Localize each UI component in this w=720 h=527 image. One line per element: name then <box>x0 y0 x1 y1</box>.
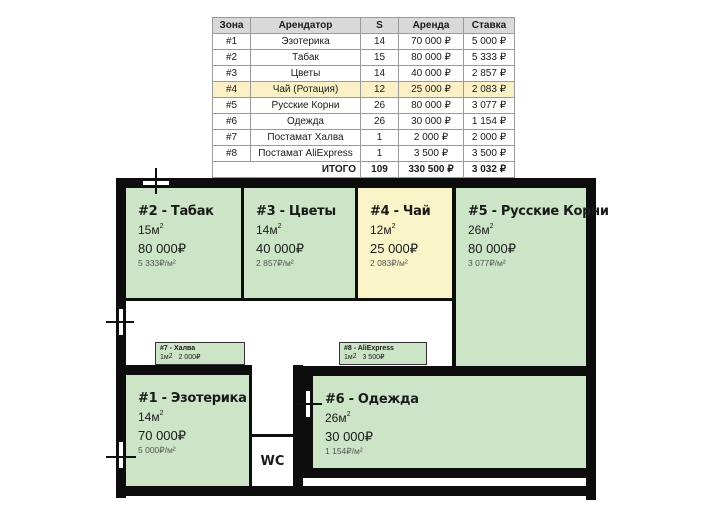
wall-room1-top <box>116 365 252 375</box>
door-left-lower-marker <box>106 456 136 458</box>
wall-room6-top <box>293 366 596 376</box>
room-6-odezhda[interactable]: #6 - Одежда 26м2 30 000₽ 1 154₽/м² <box>313 376 586 468</box>
room-area: 26м2 <box>468 223 494 237</box>
table-row: #1 Эзотерика 14 70 000 ₽ 5 000 ₽ <box>212 33 515 50</box>
wall-3-4 <box>355 188 358 300</box>
wall-wc-top <box>249 434 299 437</box>
kiosk-7-halva[interactable]: #7 - Халва 1м2 2 000₽ <box>155 342 245 365</box>
table-row-highlighted: #4 Чай (Ротация) 12 25 000 ₽ 2 083 ₽ <box>212 81 515 98</box>
room-title: #6 - Одежда <box>325 392 419 407</box>
room-area: 26м2 <box>325 411 351 425</box>
wall-room6-left <box>303 376 313 478</box>
room-price: 25 000₽ <box>370 241 419 256</box>
room-title: #5 - Русские Корни <box>468 204 609 219</box>
room-5-russkie-korni[interactable]: #5 - Русские Корни 26м2 80 000₽ 3 077₽/м… <box>456 188 609 366</box>
door-room6-marker <box>294 403 322 405</box>
wc-room[interactable]: WC <box>252 437 293 486</box>
room-1-ezoterika[interactable]: #1 - Эзотерика 14м2 70 000₽ 5 000₽/м² <box>126 375 249 486</box>
room-rate: 2 083₽/м² <box>370 258 408 268</box>
cell-rent: 25 000 ₽ <box>398 81 464 98</box>
room-rate: 2 857₽/м² <box>256 258 294 268</box>
kiosk-title: #8 - AliExpress <box>344 345 394 352</box>
wall-right <box>586 178 596 500</box>
kiosk-info: 1м2 2 000₽ <box>160 353 201 361</box>
wall-2-3 <box>241 188 244 300</box>
rent-table: Зона Арендатор S Аренда Ставка #1 Эзотер… <box>212 17 515 178</box>
room-price: 40 000₽ <box>256 241 305 256</box>
room-price: 80 000₽ <box>138 241 187 256</box>
door-top-marker <box>155 168 157 194</box>
table-row: #8 Постамат AliExpress 1 3 500 ₽ 3 500 ₽ <box>212 145 515 162</box>
room-rate: 5 000₽/м² <box>138 445 176 455</box>
room-rate: 1 154₽/м² <box>325 446 363 456</box>
header-tenant: Арендатор <box>250 17 361 34</box>
door-left-lower[interactable] <box>118 441 124 469</box>
room-title: #1 - Эзотерика <box>138 391 247 406</box>
header-zone: Зона <box>212 17 251 34</box>
wc-label: WC <box>260 454 285 469</box>
table-row: #2 Табак 15 80 000 ₽ 5 333 ₽ <box>212 49 515 66</box>
kiosk-info: 1м2 3 500₽ <box>344 353 385 361</box>
header-rate: Ставка <box>463 17 515 34</box>
cell-zone: #4 <box>212 81 251 98</box>
room-area: 12м2 <box>370 223 396 237</box>
table-row: #6 Одежда 26 30 000 ₽ 1 154 ₽ <box>212 113 515 130</box>
table-total-row: ИТОГО 109 330 500 ₽ 3 032 ₽ <box>212 161 515 178</box>
room-price: 80 000₽ <box>468 241 517 256</box>
room-2-tabak[interactable]: #2 - Табак 15м2 80 000₽ 5 333₽/м² <box>126 188 241 298</box>
room-rate: 3 077₽/м² <box>468 258 506 268</box>
room-4-chay[interactable]: #4 - Чай 12м2 25 000₽ 2 083₽/м² <box>358 188 452 298</box>
room-title: #4 - Чай <box>370 204 431 219</box>
cell-tenant: Чай (Ротация) <box>250 81 361 98</box>
room-area: 15м2 <box>138 223 164 237</box>
wall-upper-rooms-bottom <box>126 298 455 301</box>
total-rate: 3 032 ₽ <box>463 161 515 178</box>
room-price: 30 000₽ <box>325 429 374 444</box>
wall-bottom <box>116 486 596 496</box>
wall-room6-bottom <box>303 468 596 478</box>
room-area: 14м2 <box>138 410 164 424</box>
room-rate: 5 333₽/м² <box>138 258 176 268</box>
kiosk-title: #7 - Халва <box>160 345 196 352</box>
room-price: 70 000₽ <box>138 428 187 443</box>
room-area: 14м2 <box>256 223 282 237</box>
wall-left-upper <box>116 178 126 498</box>
cell-rate: 2 000 ₽ <box>463 129 515 146</box>
door-left-upper-marker <box>106 321 134 323</box>
room-title: #2 - Табак <box>138 204 214 219</box>
table-row: #3 Цветы 14 40 000 ₽ 2 857 ₽ <box>212 65 515 82</box>
room-title: #3 - Цветы <box>256 204 336 219</box>
wall-room1-right <box>249 365 252 490</box>
wall-wc-right <box>293 365 303 496</box>
table-row: #5 Русские Корни 26 80 000 ₽ 3 077 ₽ <box>212 97 515 114</box>
wall-top <box>116 178 596 188</box>
wall-4-5 <box>452 188 456 368</box>
room-3-cvety[interactable]: #3 - Цветы 14м2 40 000₽ 2 857₽/м² <box>244 188 355 298</box>
kiosk-8-aliexpress[interactable]: #8 - AliExpress 1м2 3 500₽ <box>339 342 427 365</box>
total-label: ИТОГО <box>212 161 361 178</box>
